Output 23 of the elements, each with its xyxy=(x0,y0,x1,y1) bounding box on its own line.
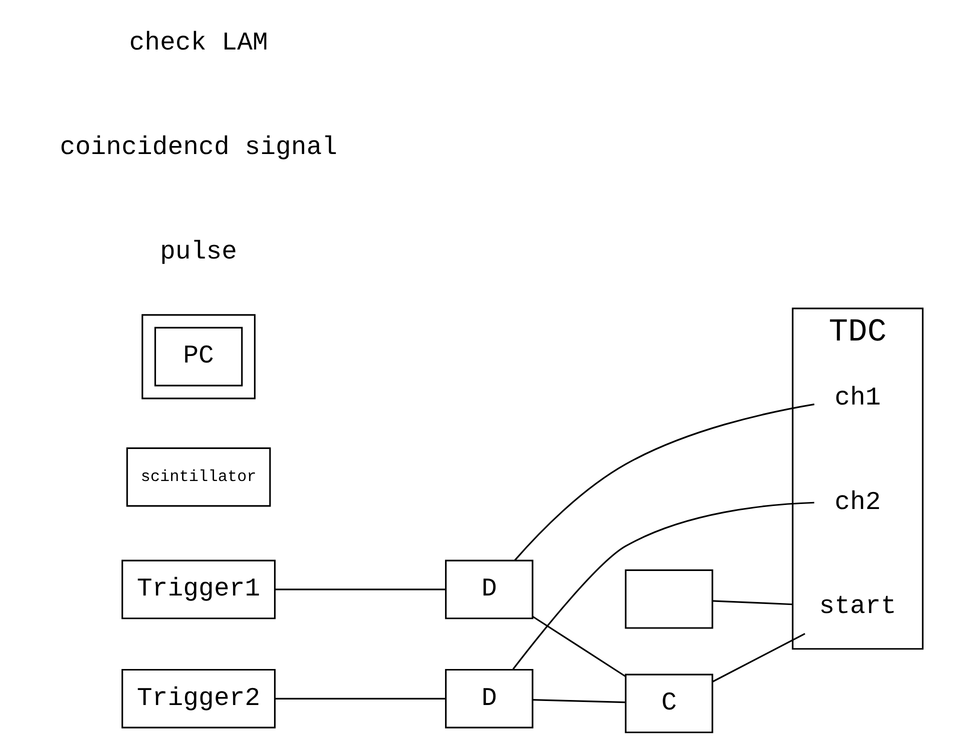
node-text: start xyxy=(819,592,896,622)
node-box: D xyxy=(445,560,534,620)
connector xyxy=(274,588,446,590)
connector xyxy=(712,632,806,682)
label: coincidencd signal xyxy=(60,133,338,162)
connector xyxy=(532,616,626,677)
node-box: D xyxy=(445,668,534,728)
connector xyxy=(512,502,814,670)
node-box: Trigger2 xyxy=(122,668,276,728)
connector xyxy=(712,600,793,606)
label: pulse xyxy=(160,237,238,266)
node-box: PC xyxy=(154,326,243,386)
node-text: ch1 xyxy=(834,383,881,412)
node-box: Trigger1 xyxy=(122,560,276,620)
node-text: ch2 xyxy=(834,488,881,517)
node-box: C xyxy=(624,674,714,734)
connector xyxy=(514,403,814,561)
node-box xyxy=(624,569,714,629)
node-box: scintillator xyxy=(126,447,271,507)
connector xyxy=(274,698,446,700)
connector xyxy=(532,698,626,704)
cluster xyxy=(142,314,256,400)
label: check LAM xyxy=(129,28,268,58)
